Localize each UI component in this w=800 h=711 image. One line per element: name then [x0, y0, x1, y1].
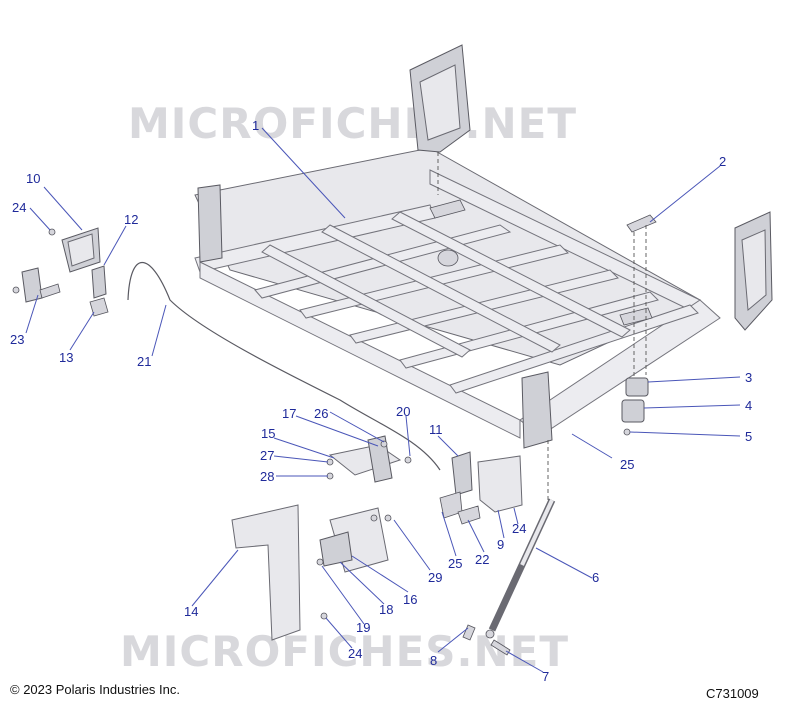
part-2-bracket	[437, 152, 657, 500]
callout-3: 3	[745, 370, 752, 385]
center-hardware	[326, 435, 412, 483]
callout-28: 28	[260, 469, 274, 484]
callout-4: 4	[745, 398, 752, 413]
callout-21: 21	[137, 354, 151, 369]
copyright-text: © 2023 Polaris Industries Inc.	[10, 682, 180, 697]
callout-16: 16	[403, 592, 417, 607]
side-panel	[231, 504, 301, 641]
callouts: 1 2 3 4 5 6 7 8 9 10 11 12 13 14 15 16 1…	[10, 118, 752, 684]
callout-7: 7	[542, 669, 549, 684]
callout-9: 9	[497, 537, 504, 552]
callout-6: 6	[592, 570, 599, 585]
callout-10: 10	[26, 171, 40, 186]
callout-2: 2	[719, 154, 726, 169]
callout-14: 14	[184, 604, 198, 619]
lower-bracket	[316, 507, 392, 620]
callout-13: 13	[59, 350, 73, 365]
callout-29: 29	[428, 570, 442, 585]
latch-assembly	[439, 451, 523, 525]
callout-24-bottom: 24	[348, 646, 362, 661]
callout-17: 17	[282, 406, 296, 421]
callout-25-center: 25	[448, 556, 462, 571]
watermark-top: MICROFICHES.NET	[128, 99, 577, 148]
cargo-box-frame	[194, 44, 773, 449]
gas-strut	[462, 498, 556, 656]
leader-lines	[25, 127, 741, 673]
callout-20: 20	[396, 404, 410, 419]
callout-27: 27	[260, 448, 274, 463]
callout-1: 1	[252, 118, 259, 133]
callout-24-right: 24	[512, 521, 526, 536]
callout-8: 8	[430, 653, 437, 668]
callout-18: 18	[379, 602, 393, 617]
diagram-code: C731009	[706, 686, 759, 701]
callout-22: 22	[475, 552, 489, 567]
callout-24-left: 24	[12, 200, 26, 215]
callout-19: 19	[356, 620, 370, 635]
callout-11: 11	[429, 422, 443, 437]
callout-12: 12	[124, 212, 138, 227]
clamp-parts	[621, 377, 649, 436]
callout-25-right: 25	[620, 457, 634, 472]
callout-15: 15	[261, 426, 275, 441]
release-cable	[127, 261, 441, 471]
left-latch-parts	[12, 227, 109, 317]
callout-5: 5	[745, 429, 752, 444]
callout-26: 26	[314, 406, 328, 421]
callout-23: 23	[10, 332, 24, 347]
